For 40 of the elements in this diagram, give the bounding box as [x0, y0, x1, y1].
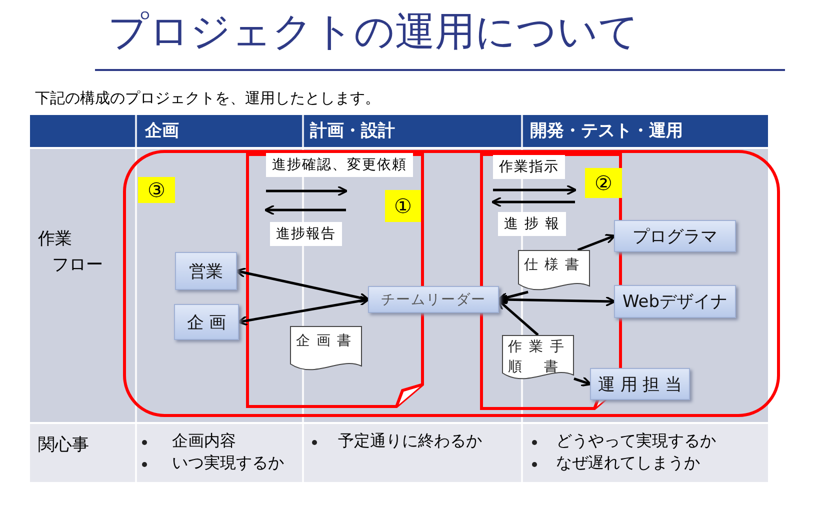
row-header: 関心事 — [38, 434, 89, 457]
document-shape — [518, 250, 590, 292]
role-box: チームリーダー — [368, 286, 499, 313]
arrow-label: 作業指示 — [493, 155, 565, 179]
arrow — [237, 296, 370, 326]
role-box: プログラマ — [614, 220, 736, 252]
arrow-label: 進捗報告 — [270, 222, 342, 246]
arrow — [497, 294, 616, 307]
table-cell-text: いつ実現するか — [172, 453, 284, 474]
table-cell-text: どうやって実現するか — [556, 431, 716, 452]
column-header: 開発・テスト・運用 — [530, 120, 683, 142]
column-header: 企画 — [145, 120, 179, 142]
arrow-label: 進 捗 報 — [498, 212, 566, 236]
document-label: 仕 様 書 — [524, 256, 581, 275]
arrow-label: 進捗確認、変更依頼 — [266, 153, 413, 177]
arrow — [497, 290, 528, 303]
folded-frame — [246, 153, 424, 408]
arrow — [574, 376, 592, 387]
document-shape — [502, 335, 574, 381]
document-label: 作業手順書 — [508, 338, 570, 377]
column-header: 計画・設計 — [310, 120, 395, 142]
arrow — [577, 234, 616, 252]
row-header: 作業フロー — [38, 228, 104, 277]
document-label: 企 画 書 — [296, 332, 353, 351]
table-cell-text: 予定通りに終わるか — [338, 431, 482, 452]
document-shape — [290, 326, 362, 372]
rounded-frame — [123, 150, 780, 417]
arrow — [497, 299, 539, 336]
table-cell-text: 企画内容 — [172, 431, 236, 452]
number-badge: ② — [585, 168, 622, 198]
slide-title: プロジェクトの運用について — [108, 8, 639, 57]
role-box: Webデザイナ — [614, 285, 736, 318]
role-box: 営業 — [175, 252, 237, 290]
number-badge: ③ — [138, 177, 175, 203]
role-box: 企 画 — [174, 304, 239, 340]
role-box: 運 用 担 当 — [590, 368, 690, 400]
number-badge: ① — [385, 190, 421, 222]
arrow — [235, 267, 370, 304]
subtitle-text: 下記の構成のプロジェクトを、運用したとします。 — [35, 89, 380, 108]
table-cell-text: なぜ遅れてしまうか — [556, 453, 700, 474]
